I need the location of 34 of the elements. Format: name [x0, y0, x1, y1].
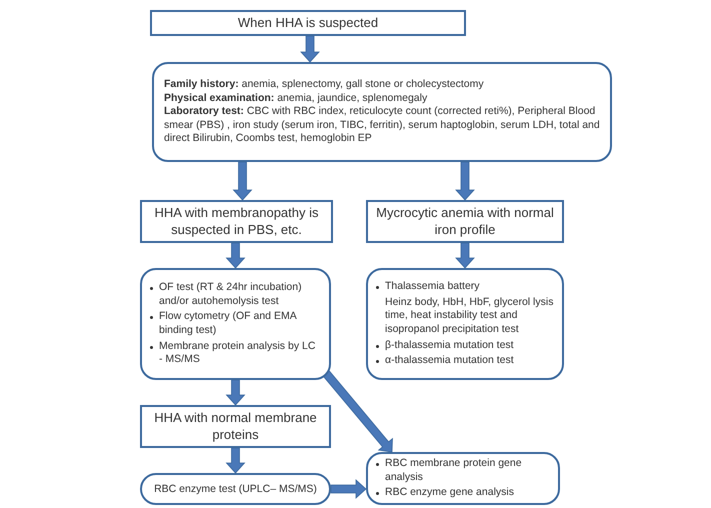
list-item-text: RBC membrane protein gene analysis	[385, 457, 523, 484]
block-arrow	[232, 162, 252, 201]
block-arrow	[321, 368, 393, 452]
list-item-text: Flow cytometry (OF and EMA binding test)	[159, 310, 298, 338]
box-label: HHA with normal membrane proteins	[153, 410, 318, 444]
block-arrow	[455, 242, 475, 269]
list-item-text: RBC enzyme gene analysis	[385, 486, 514, 500]
list-item-text: Thalassemia battery	[385, 280, 480, 294]
paragraph-text: Physical examination: anemia, jaundice, splenomegaly	[164, 92, 428, 106]
box-label: RBC enzyme test (UPLC– MS/MS)	[153, 483, 318, 495]
block-arrow	[330, 479, 367, 499]
block-arrow	[300, 36, 320, 63]
paragraph-text: Laboratory test: CBC with RBC index, reticulocyte count (corrected reti%), Peripheral Blood smear (PBS) , iron study (serum iron, TIBC, ferritin), serum haptoglobin, serum LDH, total and direct Bilirubin, Coombs test, hemoglobin EP	[164, 105, 600, 146]
block-arrow	[455, 162, 475, 201]
box-label: Mycrocytic anemia with normal iron profile	[375, 204, 555, 238]
test-box	[140, 268, 331, 380]
test-box	[140, 473, 331, 505]
block-arrow	[226, 242, 246, 269]
info-box	[152, 62, 612, 162]
box-label: When HHA is suspected	[236, 14, 380, 32]
list-item-text: Membrane protein analysis by LC - MS/MS	[159, 340, 316, 367]
list-item-text: β-thalassemia mutation test	[385, 338, 514, 352]
condition-box	[366, 200, 564, 243]
condition-box	[140, 405, 331, 448]
test-box	[366, 452, 560, 505]
heading-box	[150, 10, 466, 36]
list-item-text: α-thalassemia mutation test	[385, 354, 514, 368]
block-arrow	[226, 448, 246, 474]
test-box	[366, 268, 564, 380]
block-arrow	[226, 380, 246, 406]
paragraph-text: Family history: anemia, splenectomy, gall stone or cholecystectomy	[164, 78, 485, 92]
list-item-text: OF test (RT & 24hr incubation) and/or autohemolysis test	[159, 281, 303, 308]
box-label: HHA with membranopathy is suspected in PBS, etc.	[153, 204, 320, 238]
condition-box	[140, 200, 333, 243]
